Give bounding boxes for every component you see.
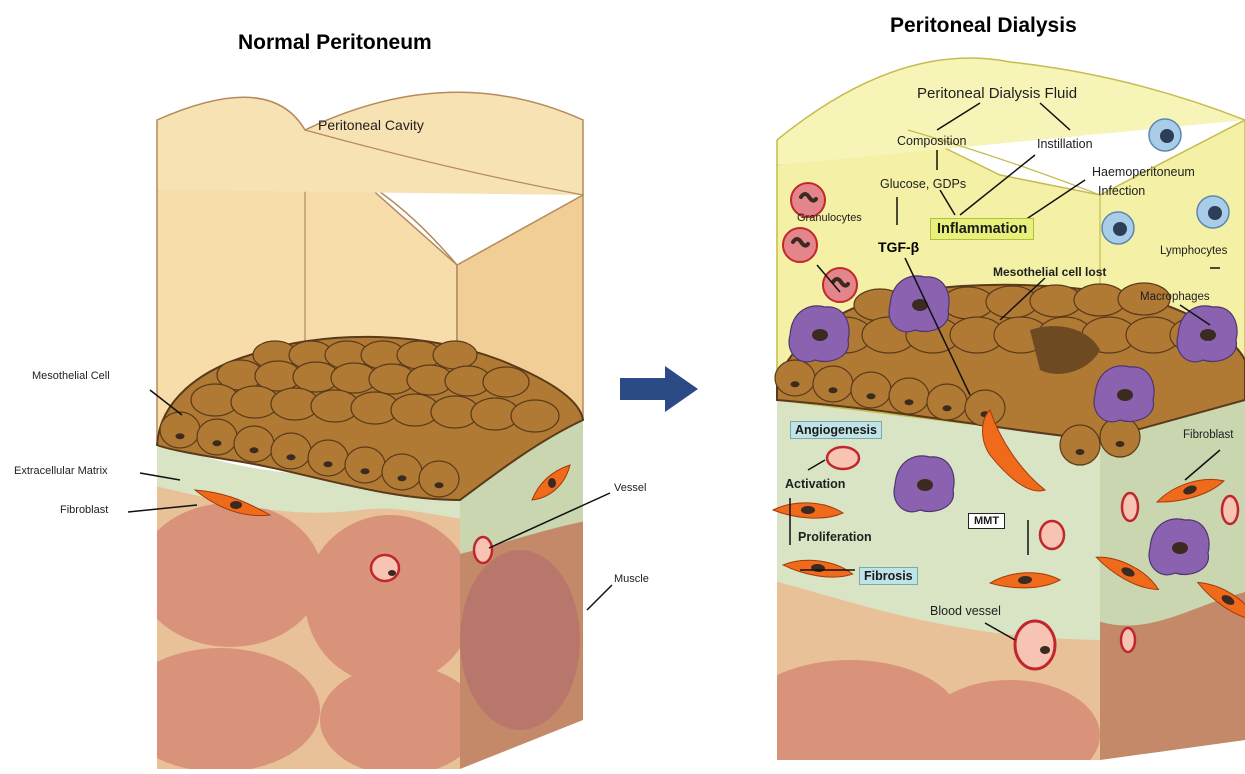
normal-peritoneum-block <box>120 92 612 769</box>
pd-mesothelial-cell-nucleus <box>791 381 800 387</box>
pd-mesothelial-cell-nucleus <box>905 399 914 405</box>
mesothelial-cell <box>234 426 274 462</box>
lymphocyte-nucleus <box>1208 206 1222 220</box>
label-blood-vessel: Blood vessel <box>930 604 1001 618</box>
pd-mesothelial-cell-nucleus <box>1076 449 1085 455</box>
fibroblast-nucleus <box>801 506 815 514</box>
transition-arrow <box>620 366 698 412</box>
mesothelial-cell <box>511 400 559 432</box>
mesothelial-cell <box>433 341 477 369</box>
granulocyte <box>823 268 857 302</box>
label-peritoneal-cavity: Peritoneal Cavity <box>318 117 424 133</box>
mesothelial-cell-nucleus <box>287 454 296 460</box>
pd-vessel <box>827 447 859 469</box>
mesothelial-cell <box>382 454 422 490</box>
label-instillation: Instillation <box>1037 137 1093 151</box>
label-macrophages: Macrophages <box>1140 291 1210 304</box>
pd-mesothelial-cell <box>889 378 929 414</box>
pd-mesothelial-cell-nucleus <box>943 405 952 411</box>
label-lymphocytes: Lymphocytes <box>1160 245 1227 258</box>
vessel-front <box>371 555 399 581</box>
macrophage-nucleus <box>1172 542 1188 554</box>
mesothelial-cell <box>483 367 529 397</box>
pd-mesothelial-cell <box>775 360 815 396</box>
label-activation: Activation <box>785 477 845 491</box>
label-extracellular-matrix: Extracellular Matrix <box>14 465 108 478</box>
label-composition: Composition <box>897 134 966 148</box>
vessel-side <box>474 537 492 563</box>
right-panel-title: Peritoneal Dialysis <box>890 14 1077 38</box>
mesothelial-cell <box>271 433 311 469</box>
mesothelial-cell <box>308 440 348 476</box>
mesothelial-cell-nucleus <box>435 482 444 488</box>
pd-mesothelial-cell-nucleus <box>867 393 876 399</box>
mesothelial-cell-nucleus <box>213 440 222 446</box>
macrophage-nucleus <box>812 329 828 341</box>
label-granulocytes: Granulocytes <box>797 212 862 225</box>
mesothelial-cell <box>419 461 459 497</box>
label-pd-fluid: Peritoneal Dialysis Fluid <box>917 85 1077 102</box>
label-mesothelial-cell: Mesothelial Cell <box>32 370 110 383</box>
pd-mesothelial-cell <box>813 366 853 402</box>
mesothelial-cell-nucleus <box>250 447 259 453</box>
label-tgf-beta: TGF-β <box>878 239 919 255</box>
pd-mesothelial-cell <box>1100 417 1140 457</box>
mesothelial-cell <box>345 447 385 483</box>
label-mesothelial-cell-lost: Mesothelial cell lost <box>993 266 1106 280</box>
label-fibroblast-pd: Fibroblast <box>1183 429 1234 442</box>
lymphocyte-nucleus <box>1160 129 1174 143</box>
lymphocyte-nucleus <box>1113 222 1127 236</box>
mesothelial-cell-nucleus <box>324 461 333 467</box>
inflammation-box: Inflammation <box>930 218 1034 240</box>
label-glucose-gdps: Glucose, GDPs <box>880 177 966 191</box>
pd-vessel <box>1040 521 1064 549</box>
label-proliferation: Proliferation <box>798 530 872 544</box>
macrophage-nucleus <box>917 479 933 491</box>
label-fibroblast: Fibroblast <box>60 504 108 517</box>
label-vessel: Vessel <box>614 482 646 495</box>
angiogenesis-box: Angiogenesis <box>790 421 882 439</box>
pd-mesothelial-cell <box>927 384 967 420</box>
pd-mesothelial-cell-nucleus <box>1116 441 1125 447</box>
fibrosis-box: Fibrosis <box>859 567 918 585</box>
mmt-box: MMT <box>968 513 1005 529</box>
pd-mesothelial-cell <box>1060 425 1100 465</box>
macrophage-nucleus <box>1200 329 1216 341</box>
label-infection: Infection <box>1098 184 1145 198</box>
macrophage-nucleus <box>1117 389 1133 401</box>
mesothelial-cell <box>197 419 237 455</box>
granulocyte <box>783 228 817 262</box>
pd-mesothelial-cell-nucleus <box>829 387 838 393</box>
label-haemoperitoneum: Haemoperitoneum <box>1092 165 1195 179</box>
mesothelial-cell-nucleus <box>398 475 407 481</box>
mesothelial-cell-nucleus <box>361 468 370 474</box>
pd-mesothelial-cell <box>851 372 891 408</box>
blood-vessel <box>1015 621 1055 669</box>
mesothelial-cell-nucleus <box>176 433 185 439</box>
label-muscle: Muscle <box>614 573 649 586</box>
mesothelial-cell <box>160 412 200 448</box>
left-panel-title: Normal Peritoneum <box>238 31 432 55</box>
